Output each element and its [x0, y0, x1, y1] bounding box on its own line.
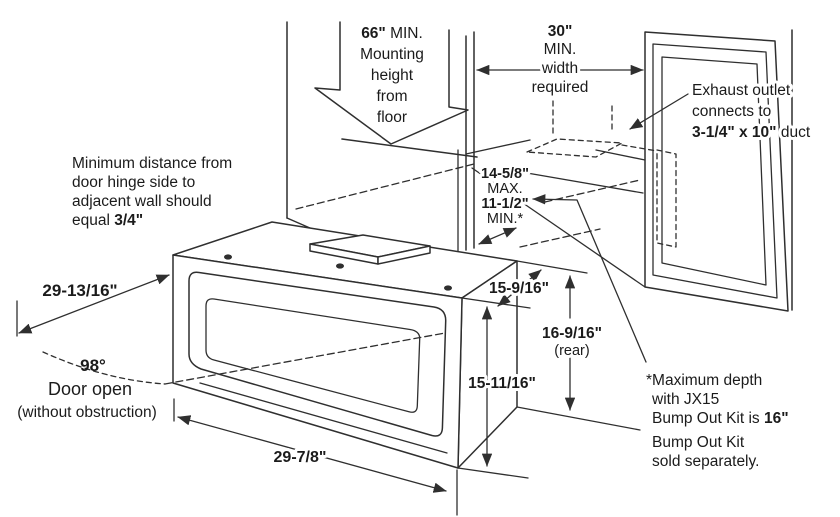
min-distance-note: Minimum distance from door hinge side to… [72, 155, 232, 229]
dim-top-depth: 15-9/16" [461, 260, 588, 309]
width-required-value: 30" [548, 23, 573, 40]
min-distance-line4: equal 3/4" [72, 212, 143, 229]
min-distance-line3: adjacent wall should [72, 193, 212, 210]
exhaust-line1: Exhaust outlet [692, 82, 791, 99]
rear-height-label: (rear) [554, 343, 589, 359]
rear-height-bottom-ref [516, 406, 641, 431]
mounting-hole-dot-2 [336, 263, 344, 269]
side-wall-panel-outer [644, 31, 789, 312]
door-swing [42, 332, 446, 385]
door-angle-value: 98° [80, 356, 106, 375]
duct-outlet-dashed-outline [526, 138, 623, 158]
dim-cabinet-depth: 14-5/8" MAX. 11-1/2" MIN.* [478, 163, 532, 245]
duct-hidden-lines [295, 100, 677, 248]
min-distance-line1: Minimum distance from [72, 155, 232, 172]
hidden-line-right-lower [519, 228, 601, 248]
hidden-line-right-upper [544, 179, 641, 203]
microwave [172, 221, 518, 469]
dim-body-width: 29-7/8" [173, 398, 458, 516]
cabinet-depth-min-label: MIN.* [487, 211, 524, 227]
max-depth-line3: Bump Out Kit is 16" [652, 410, 789, 427]
door-projection-value: 29-13/16" [42, 281, 117, 300]
door-swing-arc-dashed [42, 351, 166, 385]
mounting-height-label-line3: height [371, 67, 414, 84]
min-distance-line2: door hinge side to [72, 174, 195, 191]
max-depth-line2: with JX15 [651, 391, 719, 408]
mounting-height-label-line1: 66" MIN. [361, 25, 423, 42]
door-projection-arrow [18, 274, 170, 334]
dim-width-required: 30" MIN. width required [476, 23, 644, 99]
shelf-front-edge-right [595, 149, 646, 161]
cabinet-depth-max-label: MAX. [487, 181, 522, 197]
shelf-back-edge [526, 172, 644, 194]
door-swing-line-dashed [164, 332, 446, 385]
duct-adapter-plate-side [377, 245, 431, 265]
mounting-height-arrow-fill [315, 22, 468, 144]
top-depth-ext-rear [516, 260, 588, 274]
mounting-hole-dot-3 [444, 285, 452, 291]
body-width-value: 29-7/8" [274, 449, 327, 466]
rear-height-value: 16-9/16" [542, 325, 602, 342]
max-depth-leader-arrow [532, 194, 647, 363]
dim-mounting-height: 66" MIN. Mounting height from floor [314, 21, 469, 145]
exhaust-leader-arrow [629, 93, 689, 130]
door-open-label: Door open [48, 379, 132, 399]
mounting-height-arrow-outline [314, 21, 469, 145]
front-height-ext-bottom [457, 467, 529, 479]
top-depth-arrow [497, 269, 542, 307]
top-depth-value: 15-9/16" [489, 280, 549, 297]
max-depth-line1: *Maximum depth [646, 372, 762, 389]
side-wall-panel-middle [652, 43, 778, 299]
duct-connector-dashed [621, 144, 658, 152]
dim-rear-height: 16-9/16" (rear) [516, 275, 641, 431]
front-height-value: 15-11/16" [468, 375, 536, 392]
hidden-line-left [295, 163, 475, 210]
cabinet-depth-min-value: 11-1/2" [481, 196, 528, 212]
mounting-height-reference-line [341, 138, 478, 158]
exhaust-line2: connects to [692, 103, 771, 120]
max-depth-note: *Maximum depth with JX15 Bump Out Kit is… [532, 194, 792, 473]
mounting-height-label-line5: floor [377, 109, 407, 126]
max-depth-line5: sold separately. [652, 453, 759, 470]
width-required-line2: MIN. [544, 41, 577, 58]
max-depth-line4: Bump Out Kit [652, 434, 745, 451]
mounting-height-label-line2: Mounting [360, 46, 424, 63]
exhaust-line3: 3-1/4" x 10" duct [692, 124, 811, 141]
side-wall-panel-inner [661, 56, 767, 286]
dim-door-projection: 29-13/16" [16, 274, 170, 337]
shelf-to-panel-line [471, 167, 646, 288]
door-open-labels: 98° Door open (without obstruction) [17, 356, 157, 421]
body-width-arrow [177, 415, 447, 493]
microwave-door-window [205, 298, 421, 413]
shelf-front-edge-left [465, 139, 531, 155]
mounting-hole-dot-1 [224, 254, 232, 260]
width-required-line3: width [541, 60, 578, 77]
door-open-sublabel: (without obstruction) [17, 404, 157, 421]
dim-front-height: 15-11/16" [457, 306, 539, 479]
width-required-line4: required [532, 79, 589, 96]
cabinet-depth-max-value: 14-5/8" [481, 166, 529, 182]
cabinet-depth-arrow [478, 227, 517, 245]
mounting-height-label-line4: from [377, 88, 408, 105]
exhaust-note: Exhaust outlet connects to 3-1/4" x 10" … [629, 79, 814, 144]
duct-on-panel-dashed [656, 149, 677, 248]
